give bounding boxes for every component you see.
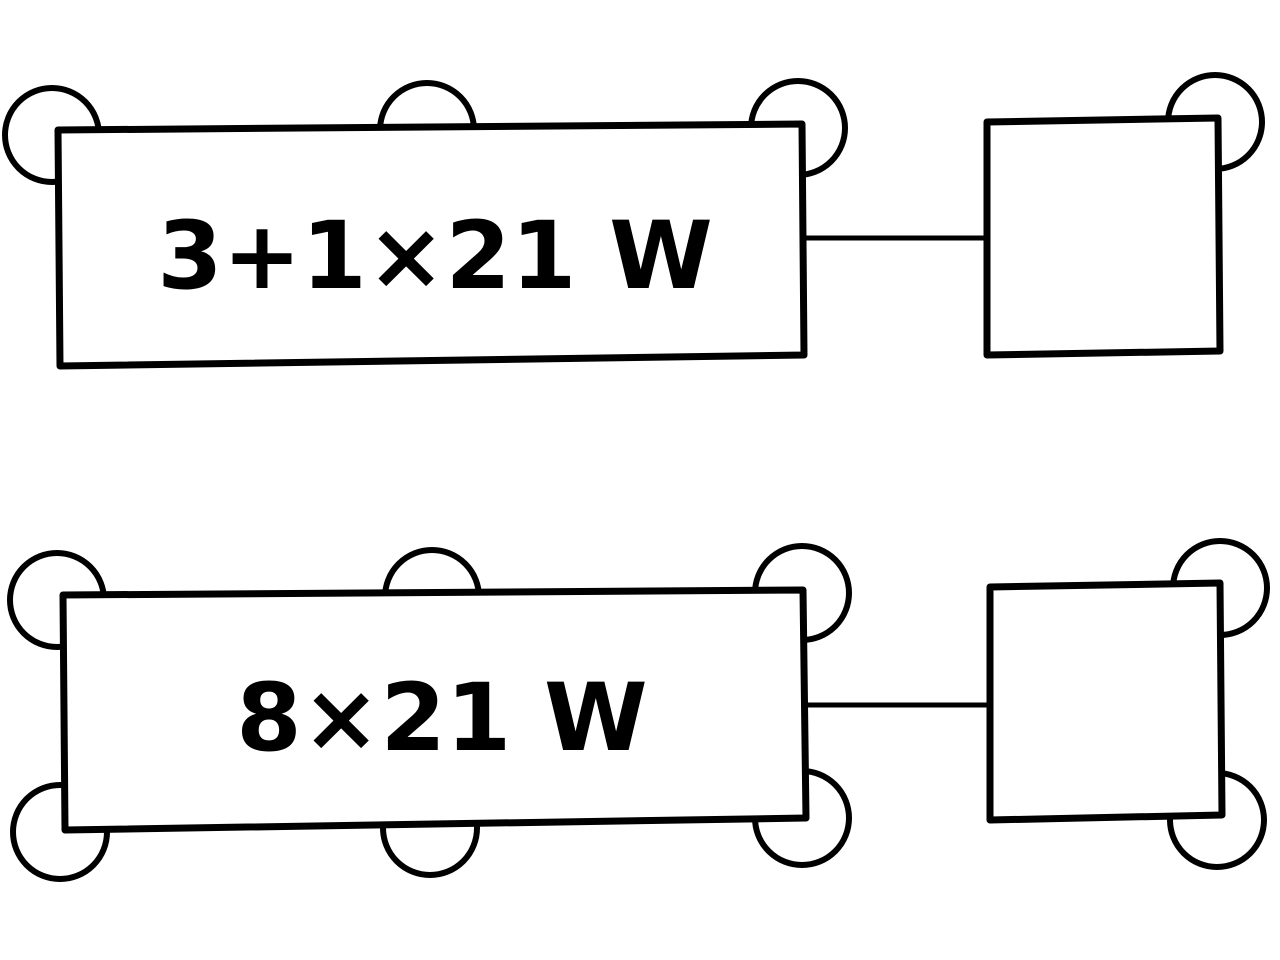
bottom-flasher-box — [986, 579, 1226, 824]
bottom-load-box — [59, 586, 810, 834]
bottom-load-label: 8×21 W — [236, 664, 647, 773]
top-flasher-box — [983, 114, 1224, 359]
top-load-label: 3+1×21 W — [157, 202, 713, 311]
top-load-box — [54, 120, 808, 370]
top-circuit: 3+1×21 W — [2, 72, 1265, 370]
bottom-circuit: 8×21 W — [7, 538, 1270, 882]
